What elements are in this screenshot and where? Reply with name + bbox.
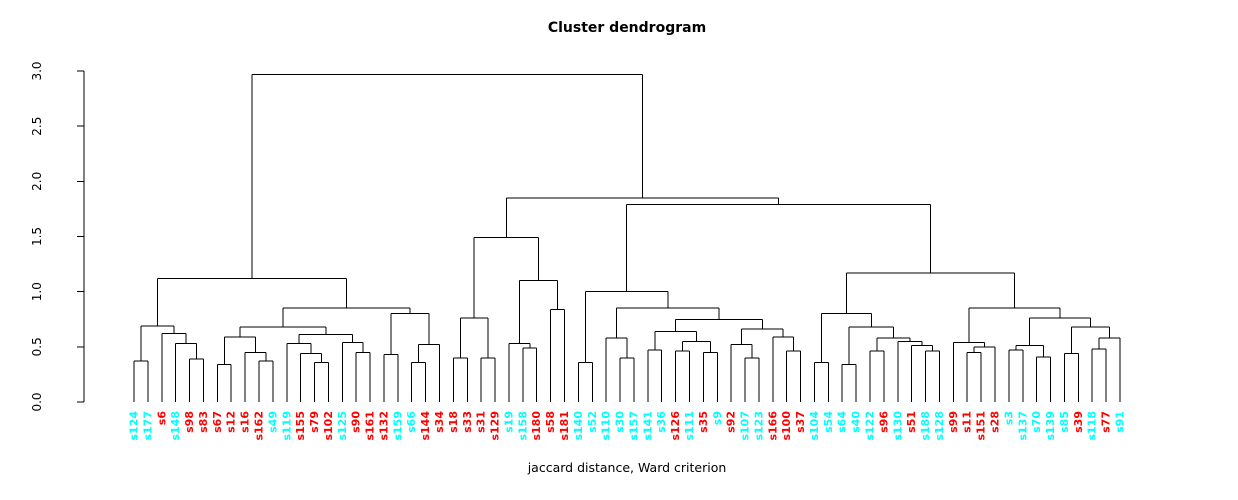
leaf-label: s141 [641,411,654,441]
leaf-label: s151 [975,411,988,441]
leaf-label: s96 [877,411,890,433]
leaf-label: s79 [308,411,321,433]
leaf-label: s128 [933,411,946,441]
leaf-label: s177 [141,411,154,441]
leaf-label: s40 [850,411,863,433]
leaf-label: s77 [1100,411,1113,433]
leaf-label: s3 [1002,411,1015,425]
leaf-label: s99 [947,411,960,433]
leaf-label: s90 [350,411,363,433]
leaf-label: s28 [988,411,1001,433]
leaf-label: s125 [336,411,349,441]
axis-tick-label: 2.0 [30,172,44,191]
axis-tick-label: 1.5 [30,227,44,246]
leaf-label: s54 [822,411,835,433]
leaf-label: s6 [155,411,168,426]
leaf-label: s159 [391,411,404,441]
leaf-label: s70 [1030,411,1043,433]
leaf-label: s166 [766,411,779,441]
leaf-label: s64 [836,411,849,433]
leaf-label: s119 [280,411,293,441]
axis-tick-label: 2.5 [30,117,44,136]
leaf-label: s66 [405,411,418,433]
leaf-label: s102 [322,411,335,441]
leaf-label: s39 [1072,411,1085,433]
leaf-label: s155 [294,411,307,441]
leaf-label: s129 [489,411,502,441]
axis-tick-label: 1.0 [30,282,44,301]
leaf-label: s98 [183,411,196,433]
leaf-label: s104 [808,411,821,441]
leaf-label: s31 [475,411,488,433]
leaf-label: s144 [419,411,432,441]
leaf-label: s67 [211,411,224,433]
leaf-label: s123 [752,411,765,441]
leaf-label: s118 [1086,411,1099,441]
leaf-label: s11 [961,411,974,433]
leaf-label: s30 [614,411,627,433]
leaf-label: s18 [447,411,460,433]
leaf-label: s51 [905,411,918,433]
leaf-label: s37 [794,411,807,433]
leaf-label: s162 [252,411,265,441]
leaf-label: s110 [600,411,613,441]
leaf-label: s124 [128,411,141,441]
leaf-label: s19 [502,411,515,433]
leaf-label: s122 [864,411,877,441]
leaf-label: s181 [558,411,571,441]
leaf-label: s16 [239,411,252,433]
leaf-label: s137 [1016,411,1029,441]
plot-title: Cluster dendrogram [547,20,707,36]
leaf-label: s91 [1113,411,1126,433]
leaf-label: s35 [697,411,710,433]
leaf-label: s180 [530,411,543,441]
plot-xlabel: jaccard distance, Ward criterion [527,460,727,475]
leaf-label: s52 [586,411,599,433]
axis-tick-label: 3.0 [30,61,44,80]
leaf-label: s130 [891,411,904,441]
leaf-label: s139 [1044,411,1057,441]
leaf-label: s34 [433,411,446,433]
leaf-label: s9 [711,411,724,425]
leaf-label: s188 [919,411,932,441]
leaf-label: s58 [544,411,557,433]
leaf-label: s36 [655,411,668,433]
leaf-label: s161 [364,411,377,441]
axis-tick-label: 0.5 [30,337,44,356]
leaf-label: s132 [377,411,390,441]
leaf-label: s126 [669,411,682,441]
axis-tick-label: 0.0 [30,392,44,411]
leaf-label: s83 [197,411,210,433]
y-axis: 0.0 0.5 1.0 1.5 2.0 2.5 3.0 [30,61,85,412]
leaf-label: s140 [572,411,585,441]
leaf-label: s12 [225,411,238,433]
leaf-label: s111 [683,411,696,441]
leaf-label: s107 [739,411,752,441]
leaf-label: s49 [266,411,279,433]
leaf-label: s157 [627,411,640,441]
leaf-label: s158 [516,411,529,441]
leaf-label: s92 [725,411,738,433]
leaf-label: s85 [1058,411,1071,433]
leaf-label: s100 [780,411,793,441]
dendrogram-tree [133,73,1121,402]
leaf-label: s33 [461,411,474,433]
leaf-label: s148 [169,411,182,441]
